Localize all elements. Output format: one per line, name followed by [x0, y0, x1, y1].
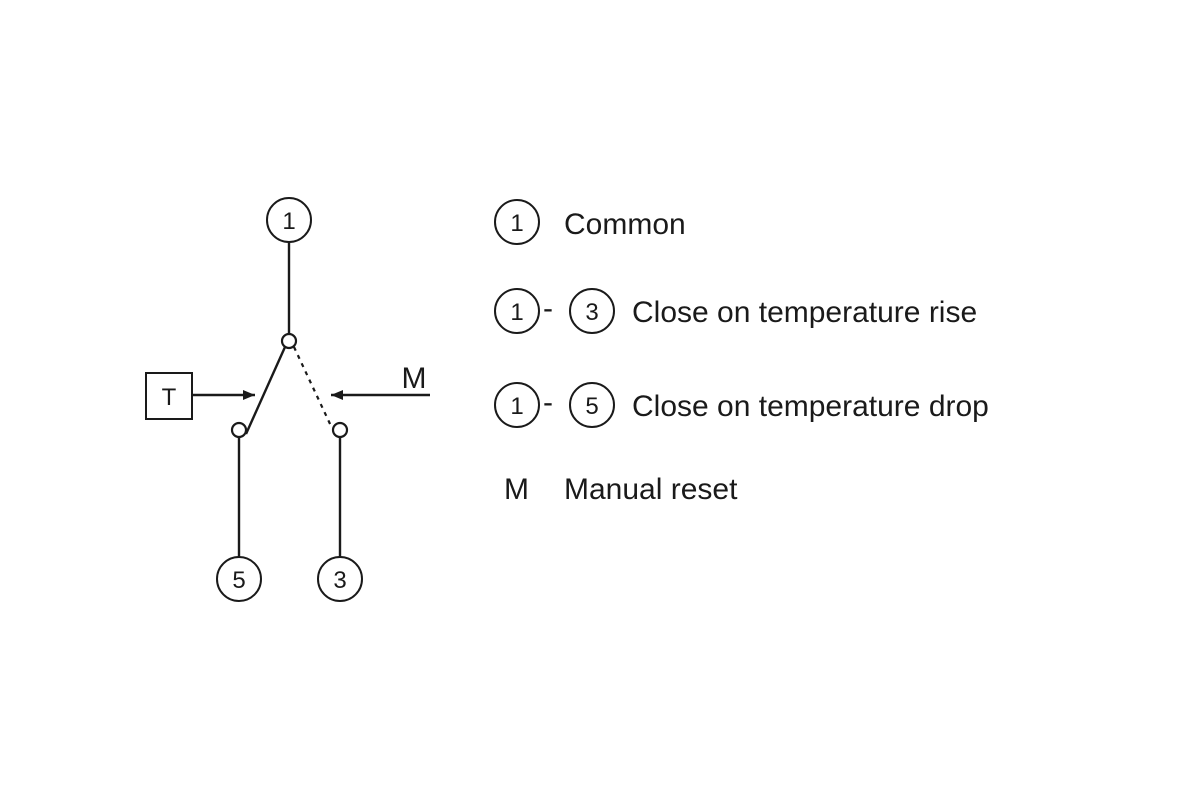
legend-terminal: 5	[585, 393, 598, 420]
terminal-5-label: 5	[232, 567, 245, 594]
terminal-5: 5	[216, 556, 262, 602]
legend: 1 Common 1 - 3 Close on temperature rise…	[494, 199, 989, 506]
legend-manual-symbol: M	[504, 473, 529, 506]
contact-5	[230, 421, 248, 439]
legend-separator: -	[543, 386, 553, 419]
legend-row-common: 1 Common	[494, 199, 686, 245]
thermostat-actuator: T	[145, 372, 255, 420]
legend-terminal: 1	[510, 210, 523, 237]
legend-terminal: 3	[585, 299, 598, 326]
legend-separator: -	[543, 292, 553, 325]
terminal-1: 1	[266, 197, 312, 243]
terminal-1-label: 1	[282, 208, 295, 235]
legend-terminal: 1	[510, 393, 523, 420]
manual-reset-label: M	[402, 362, 427, 395]
terminal-3: 3	[317, 556, 363, 602]
legend-row-rise: 1 - 3 Close on temperature rise	[494, 288, 977, 334]
legend-text: Close on temperature rise	[632, 296, 977, 329]
pivot-contact	[280, 332, 298, 350]
legend-terminal: 1	[510, 299, 523, 326]
thermostat-box	[145, 372, 193, 420]
legend-text: Close on temperature drop	[632, 390, 989, 423]
contact-3	[331, 421, 349, 439]
terminal-3-label: 3	[333, 567, 346, 594]
switch-blade-alternate	[293, 346, 332, 427]
legend-row-manual: M Manual reset	[504, 473, 738, 506]
legend-text: Common	[564, 208, 686, 241]
legend-text: Manual reset	[564, 473, 738, 506]
manual-reset-actuator: M	[331, 362, 430, 400]
legend-row-drop: 1 - 5 Close on temperature drop	[494, 382, 989, 428]
thermostat-label: T	[162, 384, 177, 411]
switch-schematic: 1 5 3 T M	[145, 197, 430, 602]
switch-blade	[244, 346, 287, 435]
